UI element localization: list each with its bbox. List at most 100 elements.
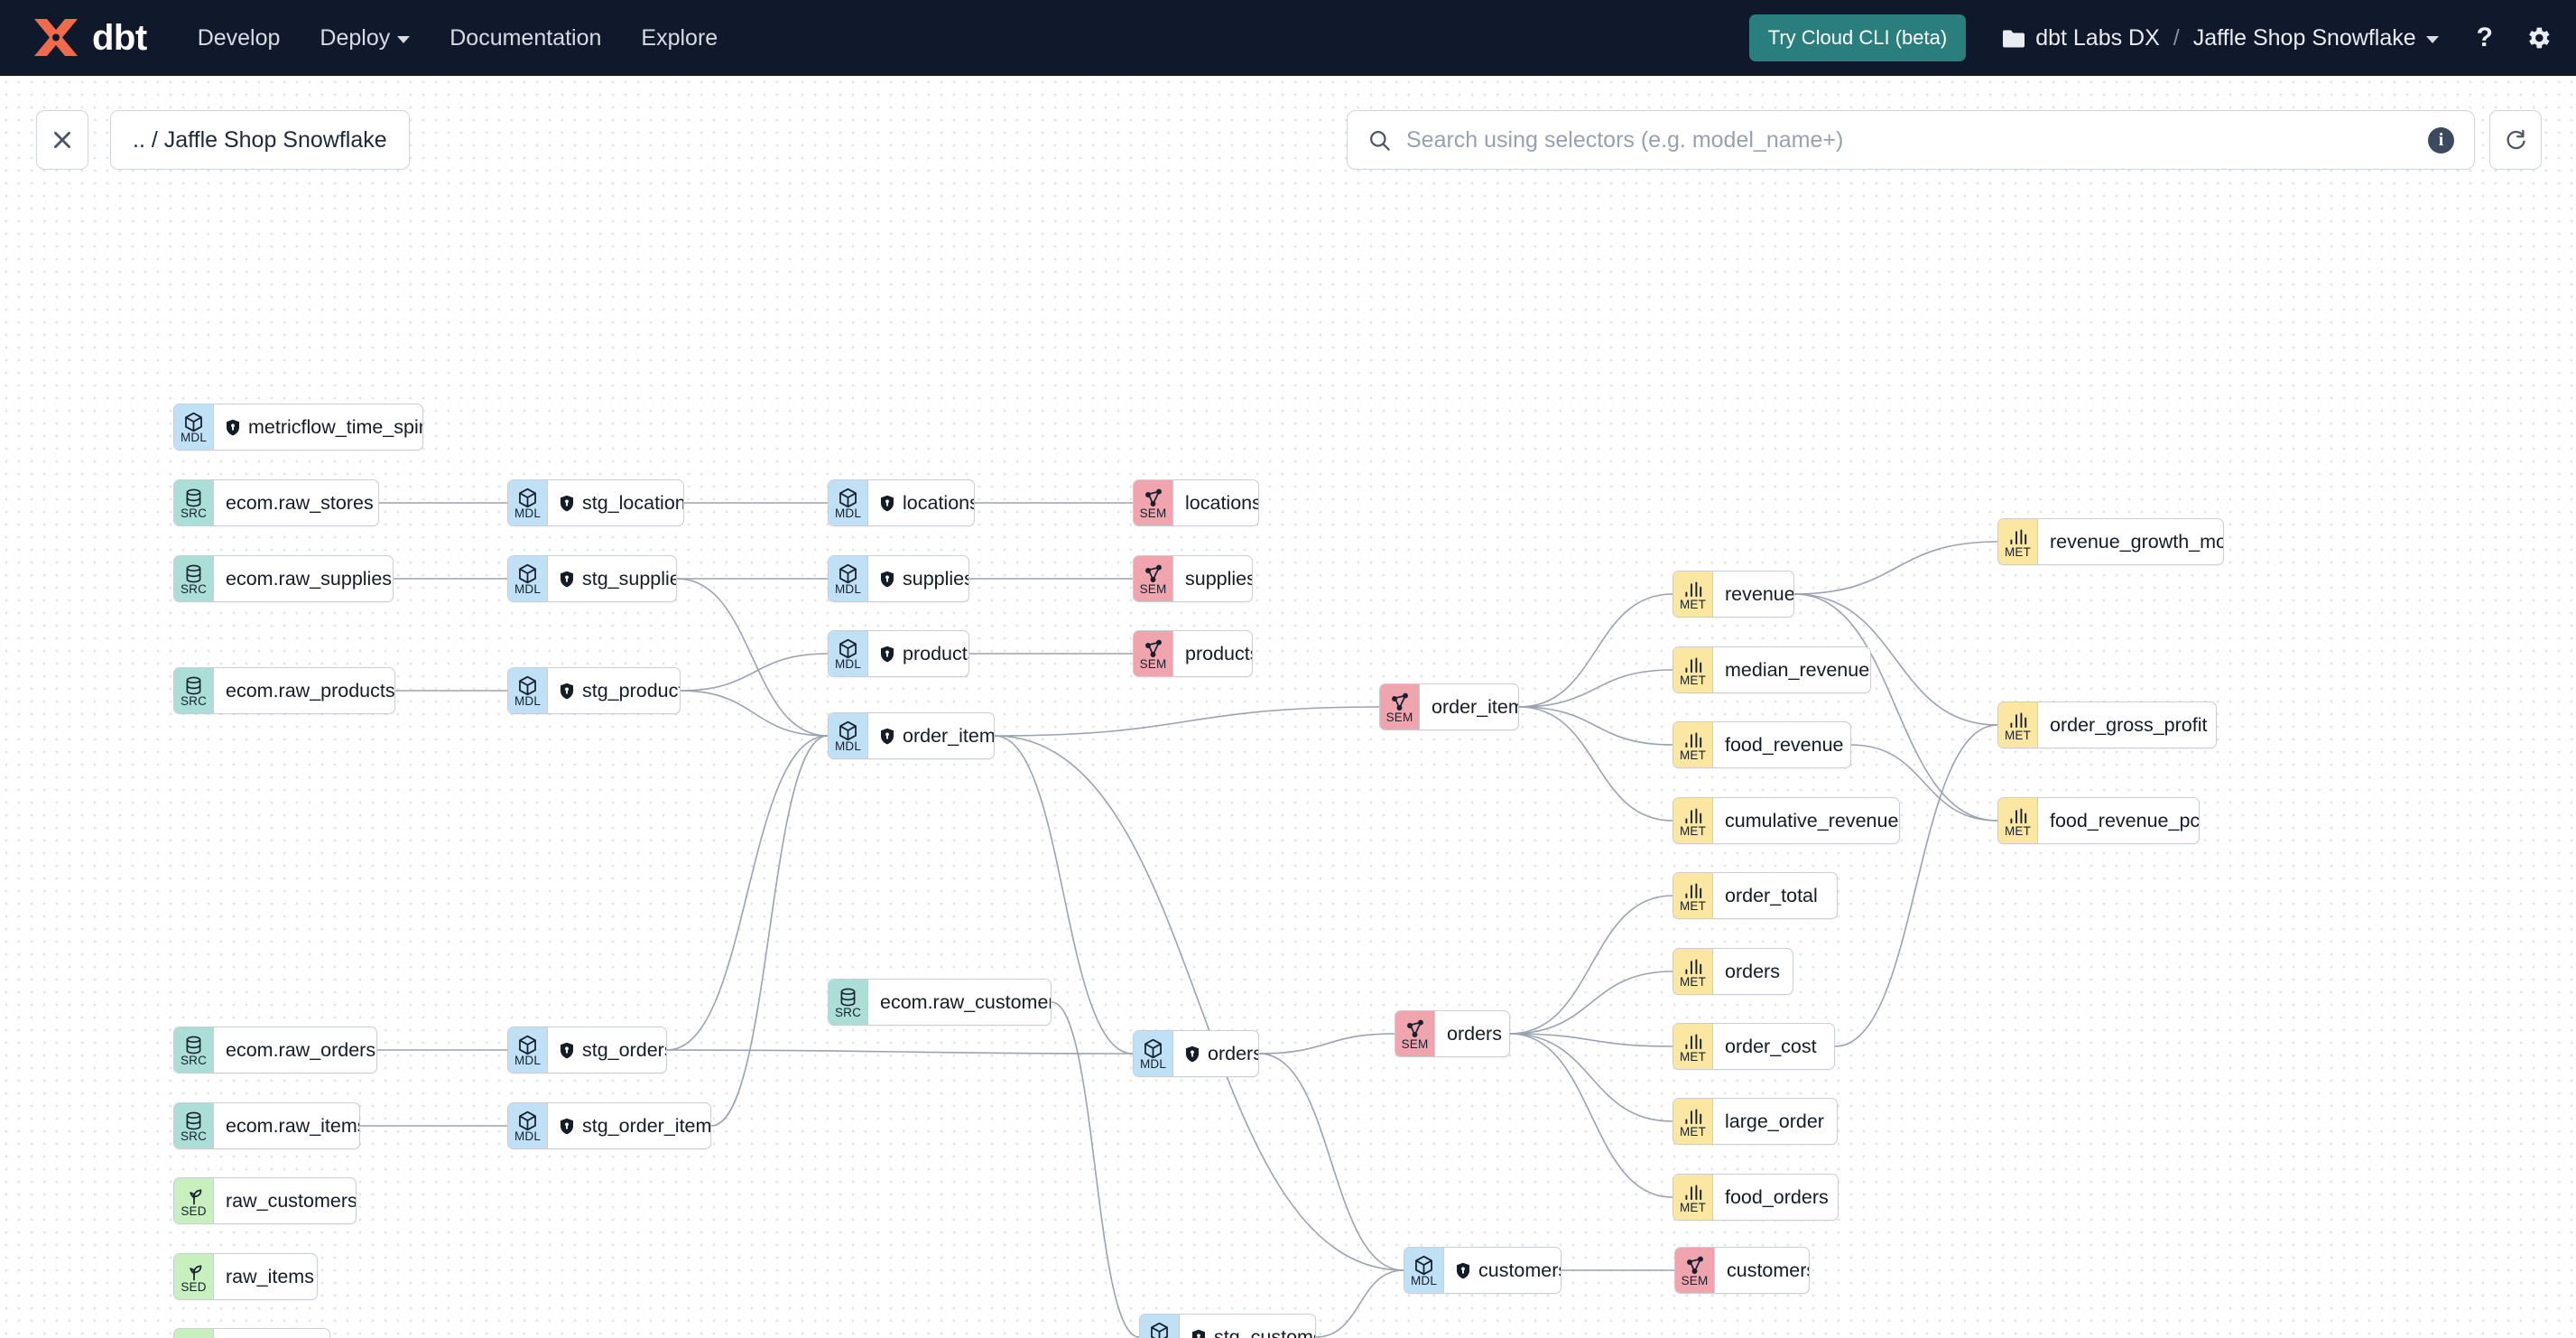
breadcrumb-separator: / [2173,24,2180,51]
lineage-node-met_order_cost[interactable]: MET order_cost [1673,1023,1835,1070]
node-label: order_gross_profit [2050,713,2208,736]
help-icon[interactable]: ? [2476,23,2493,52]
node-type-label: MET [1679,975,1707,989]
lineage-node-mdl_customers[interactable]: MDL customers [1404,1247,1561,1294]
lineage-node-sem_customers[interactable]: SEM customers [1674,1247,1810,1294]
lineage-edge [666,1049,1134,1055]
search-info-icon[interactable]: i [2428,126,2454,153]
node-label: metricflow_time_spine [248,415,423,438]
lineage-node-raw_customers[interactable]: SED raw_customers [173,1177,357,1224]
lineage-node-sem_orders[interactable]: SEM orders [1395,1010,1510,1057]
node-body: order_item [1420,684,1519,729]
close-lineage-button[interactable] [36,110,88,170]
node-type-label: SEM [1139,657,1167,671]
node-body: raw_orders [214,1329,329,1338]
node-type-label: MDL [1139,1057,1167,1071]
nav-link-explore[interactable]: Explore [641,16,718,60]
try-cloud-cli-button[interactable]: Try Cloud CLI (beta) [1748,14,1967,61]
lineage-node-ecom_raw_supplies[interactable]: SRC ecom.raw_supplies [173,555,394,602]
node-body: food_revenue_pct [2038,798,2199,843]
database-icon [183,488,204,507]
lineage-node-met_revenue[interactable]: MET revenue [1673,571,1794,618]
node-type-label: SEM [1385,711,1413,724]
node-type-badge-mdl: MDL [829,631,868,676]
node-type-badge-mdl: MDL [174,404,214,450]
lineage-node-ecom_raw_stores[interactable]: SRC ecom.raw_stores [173,479,379,526]
lineage-node-sem_products[interactable]: SEM products [1133,630,1253,677]
search-bar[interactable]: i [1347,110,2475,170]
lineage-node-ecom_raw_orders[interactable]: SRC ecom.raw_orders [173,1027,377,1073]
node-label: ecom.raw_products [226,679,395,702]
lineage-node-met_food_orders[interactable]: MET food_orders [1673,1174,1839,1221]
nav-link-documentation[interactable]: Documentation [449,16,601,60]
node-body: stg_locations [548,480,683,525]
lineage-node-stg_products[interactable]: MDL stg_products [507,667,681,714]
lineage-node-sem_order_item[interactable]: SEM order_item [1379,683,1519,730]
breadcrumb-account[interactable]: dbt Labs DX [2035,24,2160,51]
cube-icon [516,1110,539,1131]
contract-shield-icon [561,683,573,699]
node-type-label: SRC [834,1006,862,1019]
lineage-edge [1509,895,1673,1035]
refresh-icon [2507,129,2525,149]
lineage-node-met_food_revenue_pct[interactable]: MET food_revenue_pct [1997,797,2200,844]
node-body: food_revenue [1713,722,1850,767]
refresh-button[interactable] [2489,110,2542,170]
lineage-node-ecom_raw_products[interactable]: SRC ecom.raw_products [173,667,395,714]
lineage-node-stg_supplies[interactable]: MDL stg_supplies [507,555,677,602]
lineage-node-met_order_total[interactable]: MET order_total [1673,872,1838,919]
search-input[interactable] [1406,126,2414,153]
nav-link-deploy[interactable]: Deploy [320,16,411,60]
lineage-node-stg_locations[interactable]: MDL stg_locations [507,479,684,526]
lineage-node-raw_orders[interactable]: SED raw_orders [173,1328,330,1338]
lineage-node-metricflow_time_spine[interactable]: MDL metricflow_time_spine [173,404,423,451]
lineage-node-sem_locations[interactable]: SEM locations [1133,479,1259,526]
lineage-node-mdl_supplies[interactable]: MDL supplies [828,555,969,602]
lineage-node-raw_items[interactable]: SED raw_items [173,1253,318,1300]
node-body: products [868,631,968,676]
nav-link-develop[interactable]: Develop [198,16,281,60]
node-body: ecom.raw_orders [214,1027,376,1073]
node-body: median_revenue [1713,647,1870,692]
lineage-node-ecom_raw_items[interactable]: SRC ecom.raw_items [173,1102,360,1149]
node-label: locations [1185,491,1259,514]
node-type-badge-mdl: MDL [508,1027,548,1073]
lineage-graph-canvas[interactable]: MDL metricflow_time_spine SRC ecom.raw_s… [0,76,2576,1338]
node-type-badge-mdl: MDL [508,556,548,601]
lineage-node-ecom_raw_customers[interactable]: SRC ecom.raw_customers [828,979,1052,1026]
lineage-node-met_median_revenue[interactable]: MET median_revenue [1673,646,1871,693]
dbt-logo[interactable]: dbt [31,16,147,60]
node-body: order_cost [1713,1024,1832,1069]
lineage-node-stg_order_items[interactable]: MDL stg_order_items [507,1102,711,1149]
node-label: customers [1727,1259,1810,1281]
node-type-badge-mdl: MDL [1134,1031,1173,1076]
lineage-node-met_cumulative_revenue[interactable]: MET cumulative_revenue [1673,797,1900,844]
node-label: order_items [903,724,995,747]
node-type-label: MET [1679,748,1707,762]
lineage-node-mdl_products[interactable]: MDL products [828,630,969,677]
node-label: food_orders [1725,1185,1829,1208]
node-label: order_item [1432,695,1519,718]
lineage-node-mdl_orders[interactable]: MDL orders [1133,1030,1259,1077]
lineage-node-met_food_revenue[interactable]: MET food_revenue [1673,721,1851,768]
chevron-down-icon [397,36,411,43]
gear-icon[interactable] [2524,23,2553,52]
lineage-node-mdl_order_items[interactable]: MDL order_items [828,712,995,759]
node-type-label: SRC [180,694,208,708]
node-label: raw_customers [226,1189,357,1212]
lineage-node-stg_customers[interactable]: MDL stg_customers [1139,1314,1316,1338]
lineage-node-sem_supplies[interactable]: SEM supplies [1133,555,1253,602]
contract-shield-icon [561,495,573,511]
node-body: stg_orders [548,1027,666,1073]
project-chevron-down-icon[interactable] [2425,36,2439,43]
lineage-node-met_revenue_growth_mom[interactable]: MET revenue_growth_mom [1997,518,2224,565]
lineage-node-met_order_gross_profit[interactable]: MET order_gross_profit [1997,702,2217,748]
lineage-node-met_orders[interactable]: MET orders [1673,948,1793,995]
lineage-node-met_large_order[interactable]: MET large_order [1673,1098,1838,1145]
node-label: large_order [1725,1110,1824,1132]
lineage-node-stg_orders[interactable]: MDL stg_orders [507,1027,667,1073]
project-breadcrumb-pill[interactable]: .. / Jaffle Shop Snowflake [110,110,410,170]
breadcrumb-project[interactable]: Jaffle Shop Snowflake [2192,24,2416,51]
node-type-badge-met: MET [1998,519,2038,564]
lineage-node-mdl_locations[interactable]: MDL locations [828,479,975,526]
